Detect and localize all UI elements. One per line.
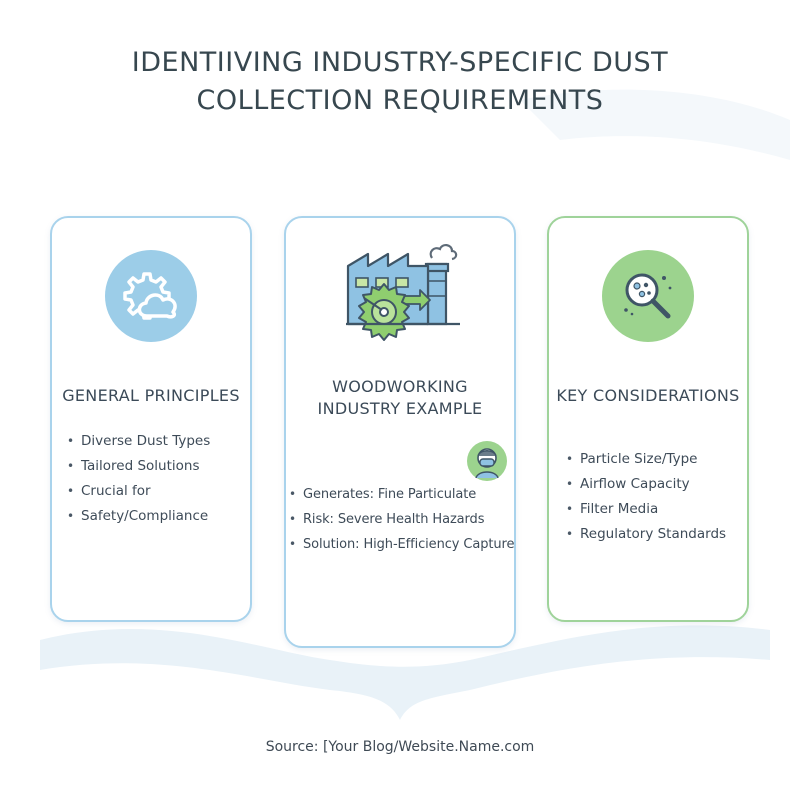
- list-item: Risk: Severe Health Hazards: [289, 507, 514, 532]
- list-item: Tailored Solutions: [67, 454, 210, 479]
- list-item: Solution: High-Efficiency Capture: [289, 532, 514, 557]
- list-item: Crucial for: [67, 479, 210, 504]
- gear-cloud-icon: [105, 250, 197, 342]
- page-title: IDENTIIVING INDUSTRY-SPECIFIC DUST COLLE…: [40, 44, 760, 120]
- list-item: Diverse Dust Types: [67, 429, 210, 454]
- card-key-considerations: KEY CONSIDERATIONS Particle Size/Type Ai…: [547, 216, 749, 622]
- card-woodworking-example: WOODWORKING INDUSTRY EXAMPLE Generates: …: [284, 216, 516, 648]
- card-heading: GENERAL PRINCIPLES: [62, 386, 240, 405]
- card-heading-line-2: INDUSTRY EXAMPLE: [317, 399, 483, 418]
- list-item: Filter Media: [566, 497, 726, 522]
- list-item: Regulatory Standards: [566, 522, 726, 547]
- card-heading: WOODWORKING INDUSTRY EXAMPLE: [286, 376, 514, 420]
- bullet-list: Particle Size/Type Airflow Capacity Filt…: [566, 447, 726, 547]
- list-item: Generates: Fine Particulate: [289, 482, 514, 507]
- list-item: Safety/Compliance: [67, 504, 210, 529]
- bullet-list: Generates: Fine Particulate Risk: Severe…: [289, 482, 514, 557]
- bullet-list: Diverse Dust Types Tailored Solutions Cr…: [67, 429, 210, 529]
- source-credit: Source: [Your Blog/Website.Name.com: [265, 739, 535, 755]
- card-heading-line-1: WOODWORKING: [332, 377, 468, 396]
- title-line-1: IDENTIIVING INDUSTRY-SPECIFIC DUST: [131, 47, 669, 78]
- magnifier-particles-icon: [602, 250, 694, 342]
- face-mask-icon: [467, 441, 507, 481]
- list-item: Particle Size/Type: [566, 447, 726, 472]
- factory-saw-blade-icon: [346, 244, 460, 341]
- title-line-2: COLLECTION REQUIREMENTS: [196, 85, 604, 116]
- list-item: Airflow Capacity: [566, 472, 726, 497]
- card-general-principles: GENERAL PRINCIPLES Diverse Dust Types Ta…: [50, 216, 252, 622]
- card-heading: KEY CONSIDERATIONS: [556, 386, 740, 405]
